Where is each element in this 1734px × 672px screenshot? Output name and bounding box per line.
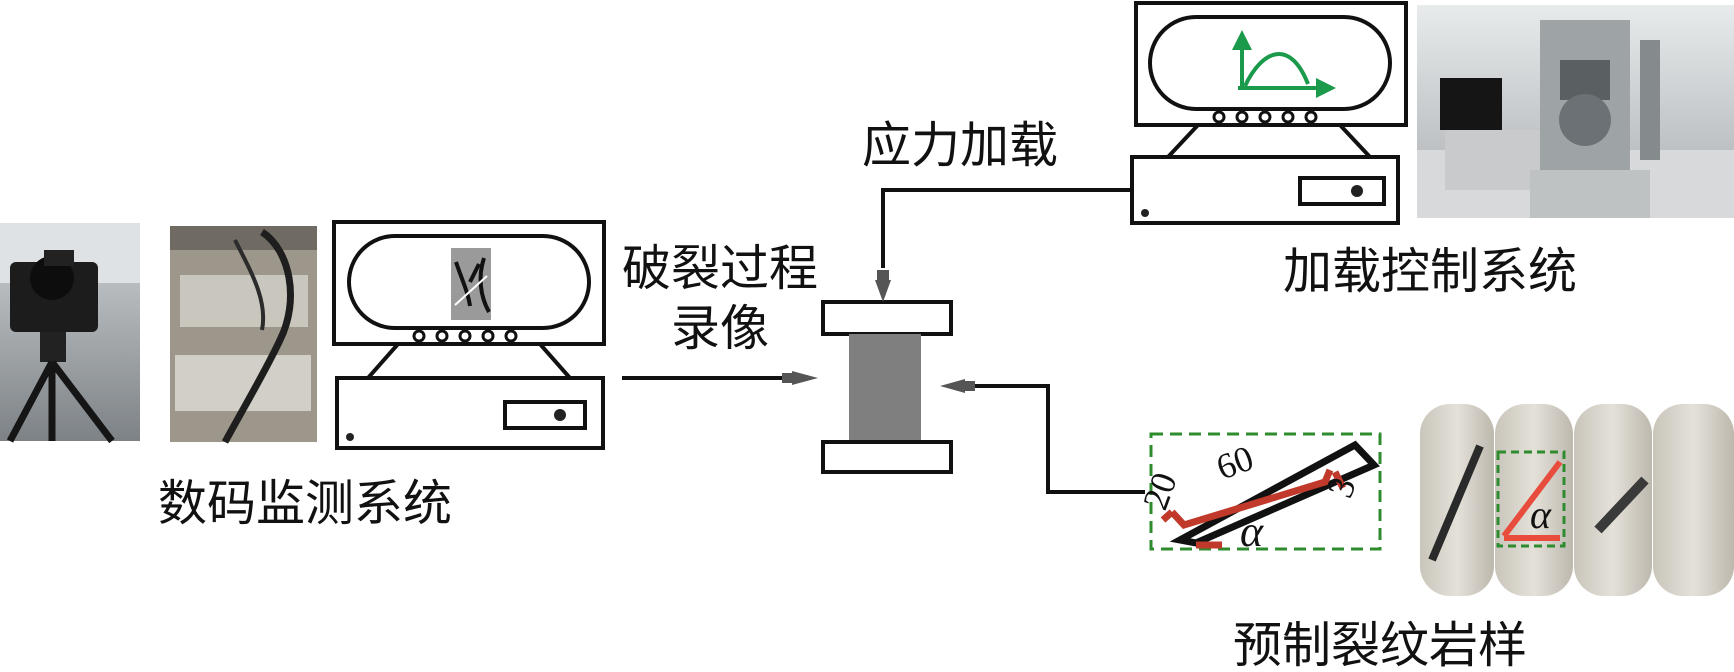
loading-machine-photo — [1417, 5, 1734, 218]
stress-strain-curve-icon — [1232, 30, 1336, 98]
monitoring-computer — [332, 220, 606, 450]
camera-photo — [0, 223, 140, 444]
loaded-specimen — [821, 300, 953, 474]
stress-loading-label: 应力加载 — [862, 117, 1058, 174]
wrapped-specimen-photo — [170, 226, 317, 444]
precracked-sample-label: 预制裂纹岩样 — [1233, 617, 1527, 672]
loading-control-label: 加载控制系统 — [1283, 243, 1577, 300]
fracture-recording-label-line1: 破裂过程 — [622, 240, 818, 297]
sample-arrow — [940, 379, 1145, 494]
rock-crack-highlight: α — [1496, 450, 1566, 548]
recording-arrow — [622, 371, 818, 385]
screen-image-icon — [451, 248, 491, 320]
fracture-recording-label-line2: 录像 — [671, 300, 769, 357]
photo-angle-label: α — [1530, 492, 1552, 537]
rock-samples-photo: α — [1420, 404, 1734, 596]
crack-length-label: 60 — [1211, 438, 1259, 488]
crack-width-label: 20 — [1135, 467, 1185, 515]
loading-control-computer — [1130, 1, 1408, 225]
digital-monitoring-label: 数码监测系统 — [158, 475, 452, 532]
stress-loading-line — [875, 188, 1130, 302]
crack-angle-label: α — [1240, 507, 1264, 556]
crack-geometry-sketch: 20 60 3 α — [1135, 432, 1382, 556]
